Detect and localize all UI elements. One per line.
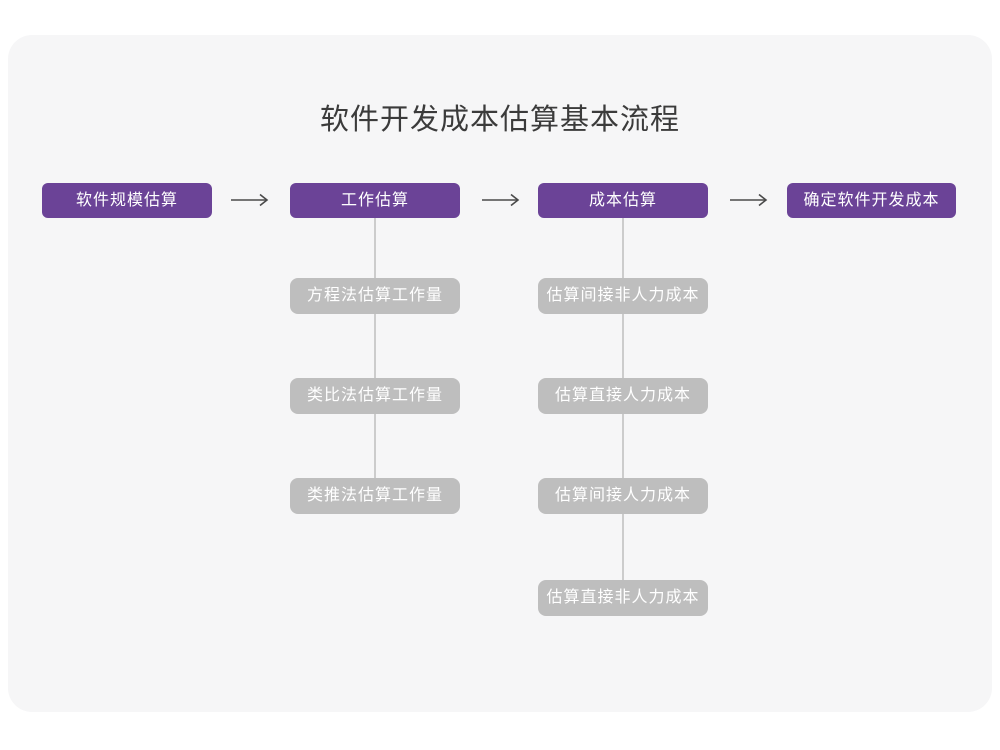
step-cost-estimation: 成本估算 <box>538 183 708 218</box>
sub-indirect-labor-cost: 估算间接人力成本 <box>538 478 708 514</box>
step-software-scale-estimation: 软件规模估算 <box>42 183 212 218</box>
step-work-estimation: 工作估算 <box>290 183 460 218</box>
right-arrow-icon <box>729 193 769 207</box>
step-determine-dev-cost: 确定软件开发成本 <box>787 183 956 218</box>
connector-work-estimation <box>374 218 376 480</box>
sub-analogy-method: 类比法估算工作量 <box>290 378 460 414</box>
sub-inference-method: 类推法估算工作量 <box>290 478 460 514</box>
right-arrow-icon <box>481 193 521 207</box>
diagram-title: 软件开发成本估算基本流程 <box>319 104 680 136</box>
sub-direct-labor-cost: 估算直接人力成本 <box>538 378 708 414</box>
sub-direct-nonlabor-cost: 估算直接非人力成本 <box>538 580 708 616</box>
sub-equation-method: 方程法估算工作量 <box>290 278 460 314</box>
sub-indirect-nonlabor-cost: 估算间接非人力成本 <box>538 278 708 314</box>
diagram-card <box>8 35 992 712</box>
right-arrow-icon <box>230 193 270 207</box>
